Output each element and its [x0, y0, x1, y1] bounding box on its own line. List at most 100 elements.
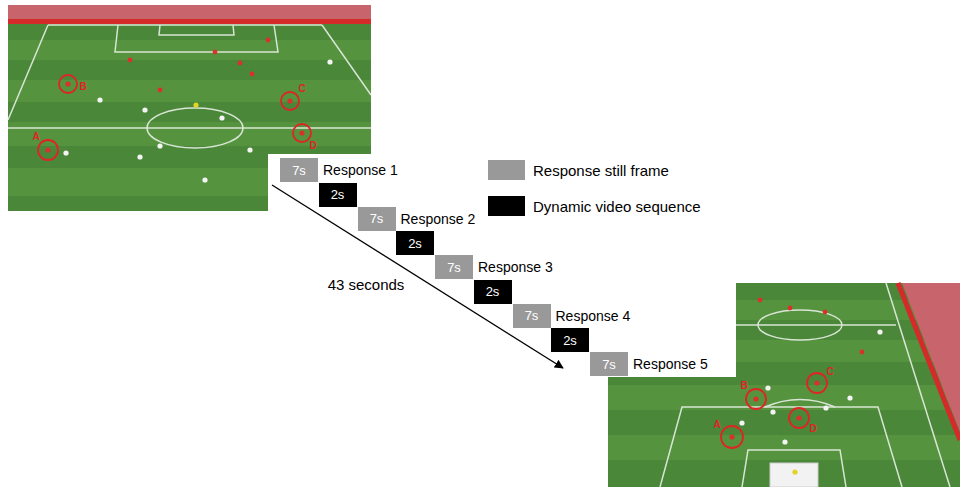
- goal-area: [159, 25, 234, 35]
- duration-label: 7s: [370, 212, 384, 225]
- marker-circle: [746, 389, 766, 409]
- centre-circle: [758, 310, 842, 340]
- response-label: Response 5: [631, 356, 710, 372]
- video-sequence-box: 2s: [396, 231, 434, 255]
- response-label: Response 1: [321, 162, 400, 178]
- marker-letter: B: [79, 82, 86, 92]
- player: [63, 150, 68, 155]
- player: [238, 61, 243, 66]
- goal-line: [48, 24, 322, 26]
- centre-circle: [147, 108, 243, 148]
- marker-circle: [38, 140, 58, 160]
- legend-entry: Dynamic video sequence: [488, 196, 701, 216]
- marker-circle: [807, 373, 827, 393]
- player: [765, 385, 770, 390]
- player: [847, 395, 852, 400]
- player: [823, 405, 828, 410]
- player: [266, 38, 271, 43]
- duration-label: 2s: [563, 334, 577, 347]
- player: [758, 298, 763, 303]
- legend-swatch: [488, 160, 525, 180]
- last-frame-picture: [588, 281, 960, 487]
- response-label: Response 2: [399, 210, 478, 226]
- video-sequence-box: 2s: [551, 328, 589, 352]
- red-team-players: [45, 38, 304, 153]
- response-label: Response 3: [476, 259, 555, 275]
- response-label: Response 4: [554, 307, 633, 323]
- player: [65, 81, 70, 86]
- player: [788, 306, 793, 311]
- marker-circle: [59, 75, 77, 93]
- marker-letter: C: [826, 367, 833, 377]
- time-arrow: [272, 185, 563, 368]
- referee: [193, 102, 198, 107]
- duration-label: 7s: [447, 261, 461, 274]
- player: [158, 88, 163, 93]
- player: [287, 98, 292, 103]
- touchline: [322, 25, 371, 95]
- player: [814, 380, 819, 385]
- marker-circle: [789, 408, 809, 428]
- player: [739, 420, 744, 425]
- pitch-lines: [8, 25, 371, 148]
- player: [729, 434, 734, 439]
- pitch-stripe: [608, 435, 960, 460]
- player: [327, 59, 332, 64]
- crowd: [8, 5, 371, 20]
- still-frame-box: 7sResponse 4: [513, 304, 551, 328]
- pitch-stripe: [8, 40, 371, 60]
- player: [202, 177, 207, 182]
- white-team-players: [63, 59, 332, 182]
- marker-circles: [38, 75, 311, 160]
- marker-circle: [721, 426, 743, 448]
- marker-letter: C: [298, 84, 305, 94]
- goalkeeper: [792, 469, 797, 474]
- goal: [770, 463, 818, 487]
- marker-letter: D: [309, 141, 316, 151]
- marker-circle: [293, 124, 311, 142]
- penalty-arc: [765, 400, 835, 408]
- legend-entry: Response still frame: [488, 160, 669, 180]
- player: [137, 154, 142, 159]
- touchline: [886, 283, 950, 487]
- frame-cutout: [588, 281, 736, 377]
- player: [823, 310, 828, 315]
- duration-label: 7s: [292, 164, 306, 177]
- duration-label: 2s: [486, 285, 500, 298]
- player: [770, 409, 775, 414]
- duration-label: 2s: [331, 188, 345, 201]
- player: [97, 97, 102, 102]
- player: [219, 115, 224, 120]
- ad-boards: [898, 283, 960, 440]
- penalty-box: [660, 407, 902, 487]
- still-frame-box: 7sResponse 1: [280, 158, 318, 182]
- goal-area: [742, 450, 846, 487]
- ad-boards: [8, 19, 371, 24]
- player: [753, 396, 758, 401]
- marker-circle: [281, 92, 299, 110]
- still-frame-box: 7sResponse 3: [435, 255, 473, 279]
- player: [247, 147, 252, 152]
- player: [213, 50, 218, 55]
- penalty-box: [115, 25, 278, 52]
- duration-label: 7s: [525, 309, 539, 322]
- still-frame-box: 7sResponse 2: [358, 207, 396, 231]
- marker-letter: A: [713, 420, 720, 430]
- player: [796, 415, 801, 420]
- duration-total: 43 seconds: [328, 277, 405, 292]
- video-sequence-box: 2s: [474, 280, 512, 304]
- legend-label: Response still frame: [533, 162, 669, 179]
- player: [860, 350, 865, 355]
- marker-letter: A: [32, 132, 39, 142]
- player: [45, 147, 50, 152]
- pitch: [8, 5, 371, 211]
- touchline: [8, 25, 48, 120]
- duration-label: 2s: [408, 237, 422, 250]
- still-frame-box: 7sResponse 5: [590, 352, 628, 376]
- first-frame-picture: [8, 5, 374, 214]
- marker-letter: D: [809, 424, 816, 434]
- player: [877, 329, 882, 334]
- player: [128, 58, 133, 63]
- crowd: [902, 283, 960, 432]
- player: [250, 72, 255, 77]
